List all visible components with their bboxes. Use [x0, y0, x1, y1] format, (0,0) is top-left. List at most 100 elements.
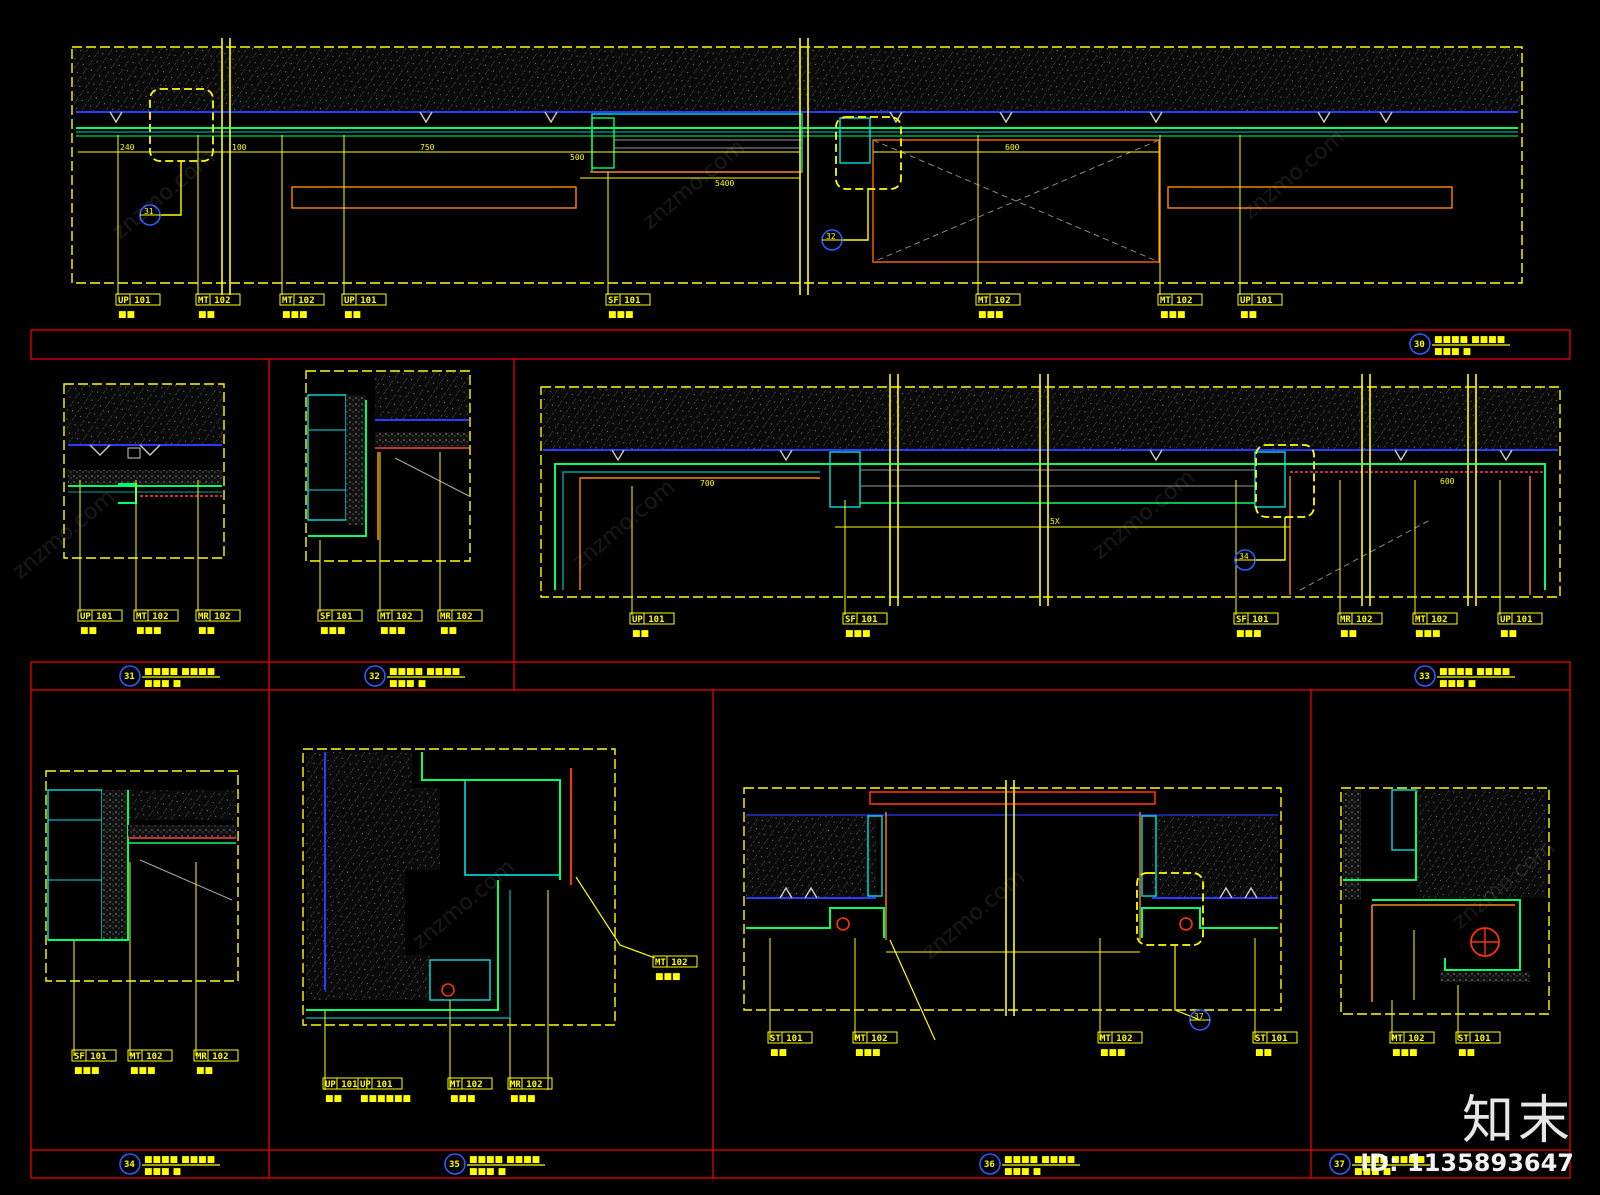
section-name: ■■■■ ■■■■: [1354, 1155, 1425, 1165]
material-tag: ST 101 ■■: [1252, 1031, 1298, 1058]
material-code: MT 102: [655, 958, 688, 968]
watermark-text: znzmo.com: [918, 865, 1030, 965]
material-tag: UP 101■■: [77, 609, 123, 636]
material-caption: ■■: [440, 626, 457, 636]
material-tag: MT 102■■■: [1389, 1031, 1435, 1058]
material-tag: UP 101■■: [1237, 293, 1283, 320]
material-tag: MT 102 ■■■: [377, 609, 423, 636]
material-caption: ■■■: [1392, 1048, 1418, 1058]
material-code: MT 102: [282, 296, 315, 306]
material-caption: ■■: [770, 1048, 787, 1058]
section-36: [743, 780, 1282, 1041]
watermark-text: znzmo.com: [1238, 125, 1350, 225]
brand-logo: 知末: [1461, 1091, 1574, 1151]
material-code: MT 102: [855, 1034, 888, 1044]
material-tag: UP 101■■: [322, 1077, 368, 1104]
material-tag: MR 102 ■■■: [507, 1077, 553, 1104]
section-number: 37: [1334, 1160, 1345, 1170]
section-number: 36: [984, 1160, 995, 1170]
material-caption: ■■■: [74, 1066, 100, 1076]
material-tag: MT 102■■■: [652, 955, 698, 982]
material-code: UP 101: [118, 296, 151, 306]
material-tag: UP 101■■■■■■: [357, 1077, 411, 1104]
dim-600b: 600: [1440, 477, 1455, 486]
material-code: MT 102: [198, 296, 231, 306]
material-caption: ■■: [344, 310, 361, 320]
material-caption: ■■■: [130, 1066, 156, 1076]
material-caption: ■■■: [510, 1094, 536, 1104]
material-tag: MT 102■■■: [975, 293, 1021, 320]
material-caption: ■■■: [320, 626, 346, 636]
material-code: UP 101: [1500, 615, 1533, 625]
dim-600: 600: [1005, 143, 1020, 152]
material-tag: MR 102■■: [195, 609, 241, 636]
material-caption: ■■: [1500, 629, 1517, 639]
material-caption: ■■: [325, 1094, 342, 1104]
section-scale: ■■■ ■: [1439, 679, 1476, 689]
watermark-text: znzmo.com: [1088, 465, 1200, 565]
section-37: [1340, 787, 1550, 1040]
section-title-block: 30■■■■ ■■■■■■■ ■: [1409, 333, 1510, 357]
section-name: ■■■■ ■■■■: [389, 667, 460, 677]
section-scale: ■■■ ■: [469, 1167, 506, 1177]
material-tag: MT 102■■■: [1097, 1031, 1143, 1058]
material-tag: ST 101■■: [1455, 1031, 1501, 1058]
material-tag: SF 101■■■: [71, 1049, 117, 1076]
dim-100: 100: [232, 143, 247, 152]
material-code: ST 101: [1255, 1034, 1288, 1044]
section-number: 30: [1414, 340, 1425, 350]
material-tag: SF 101■■■: [842, 612, 888, 639]
material-code: MR 102: [440, 612, 473, 622]
callout-number: 32: [826, 232, 836, 241]
material-code: SF 101: [845, 615, 878, 625]
section-title-block: 37 ■■■■ ■■■■ ■■■ ■: [1329, 1153, 1430, 1177]
material-code: UP 101: [344, 296, 377, 306]
material-caption: ■■■: [1160, 310, 1186, 320]
material-tag: UP 101■■: [629, 612, 675, 639]
brand-watermark: 知末 ID: 1135893647: [1360, 1093, 1574, 1177]
material-code: MR 102: [1340, 615, 1373, 625]
section-name: ■■■■ ■■■■: [469, 1155, 540, 1165]
material-caption: ■■: [196, 1066, 213, 1076]
material-code: MR 102: [198, 612, 231, 622]
section-name: ■■■■ ■■■■: [144, 1155, 215, 1165]
material-tag: MT 102■■■: [133, 609, 179, 636]
material-tag: MT 102■■■: [1412, 612, 1458, 639]
section-number: 32: [369, 672, 380, 682]
material-code: ST 101: [1458, 1034, 1491, 1044]
section-32: [305, 370, 471, 612]
section-number: 33: [1419, 672, 1430, 682]
dim-500: 500: [570, 153, 585, 162]
material-caption: ■■: [1255, 1048, 1272, 1058]
callout-number: 31: [144, 207, 154, 216]
watermark-text: znzmo.com: [108, 145, 220, 245]
section-number: 34: [124, 1160, 135, 1170]
section-callout: 34: [1234, 549, 1256, 571]
callout-number: 34: [1239, 552, 1249, 561]
material-caption: ■■: [118, 310, 135, 320]
material-code: MT 102: [1100, 1034, 1133, 1044]
section-scale: ■■■ ■: [1004, 1167, 1041, 1177]
section-scale: ■■■ ■: [1354, 1167, 1391, 1177]
material-caption: ■■■: [1415, 629, 1441, 639]
material-code: SF 101: [320, 612, 353, 622]
material-code: MR 102: [510, 1080, 543, 1090]
material-caption: ■■■: [380, 626, 406, 636]
material-caption: ■■■: [855, 1048, 881, 1058]
section-scale: ■■■ ■: [144, 679, 181, 689]
section-scale: ■■■ ■: [1434, 347, 1471, 357]
material-caption: ■■: [632, 629, 649, 639]
material-caption: ■■: [80, 626, 97, 636]
material-caption: ■■: [1340, 629, 1357, 639]
section-name: ■■■■ ■■■■: [1004, 1155, 1075, 1165]
material-tag: UP 101 ■■: [115, 293, 161, 320]
material-code: MR 102: [196, 1052, 229, 1062]
material-caption: ■■■■■■: [360, 1094, 411, 1104]
section-callout: 31: [139, 204, 161, 226]
material-code: MT 102: [380, 612, 413, 622]
dim-5400: 5400: [715, 179, 734, 188]
material-code: MT 102: [978, 296, 1011, 306]
section-title-block: 34■■■■ ■■■■■■■ ■: [119, 1153, 220, 1177]
material-code: SF 101: [608, 296, 641, 306]
material-tag: MT 102■■■: [447, 1077, 493, 1104]
